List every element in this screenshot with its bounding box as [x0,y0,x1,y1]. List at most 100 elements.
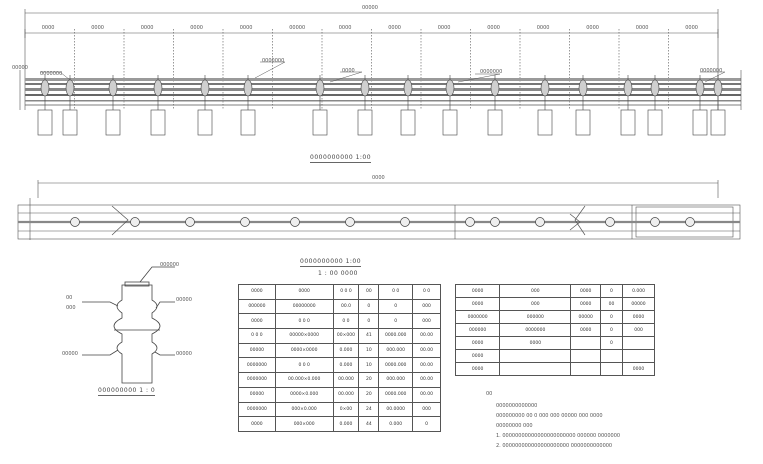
table-row: 0000 [454,349,655,363]
segment-dimension-label: 0000 [437,25,451,31]
subheader-cell: 00.0 [332,298,360,315]
segment-dimension-label: 0000 [487,25,500,31]
table-cell: 00000 [570,310,601,324]
post-bolt [650,79,660,97]
segment-dimension-label: 0000 [586,25,599,31]
table-cell: 10 [358,342,380,359]
post-bolt [445,79,455,97]
table-cell: 0.000 [332,416,360,432]
table-cell: 0000 [454,362,501,376]
table-cell: 0000 [454,336,501,350]
post-bolt [490,79,500,97]
table-cell: 0000000 [238,401,276,418]
segment-dimension-label: 0000 [635,25,649,31]
table-cell: 0000 [238,416,276,432]
header-cell: 0 0 0 [332,284,360,300]
section-callout-4: 000 [66,305,76,311]
section-callout-2: 00 [66,295,73,301]
table-cell: 0000 [570,297,601,311]
note-item: 00000000 000 [496,423,533,429]
table-cell: 00.000 [332,372,360,388]
notes-title: 00 [486,391,493,397]
bolt-hole [535,217,545,227]
note-item: 1. 00000000000000000000000 000000 000000… [496,433,621,439]
section-callout-5: 00000 [62,351,78,357]
table-cell: 10 [358,357,380,374]
table-cell: 0×00 [332,401,360,418]
header-cell: 0 0 [378,284,414,300]
segment-dimension-label: 0000 [140,25,154,31]
elevation-caption: 0000000000 1:00 [310,154,372,163]
table-cell: 0000 [238,313,276,330]
table-cell: 00×000 [332,328,360,344]
subheader-cell: 0 [378,298,414,315]
table-cell: 0 [412,416,441,432]
post-bolt [578,79,588,97]
note-item: 2. 000000000000000000000 0000000000000 [496,443,613,449]
post-bolt [108,79,118,97]
bolt-hole [130,217,140,227]
table-cell: 00000 [238,386,276,403]
table-cell: 0 [599,310,624,324]
table-cell: 000×0.000 [274,401,334,418]
table-cell: 0000 [454,297,501,311]
table-cell [499,349,572,363]
table-cell [622,336,655,350]
table-cell: 0 0 0 [274,313,334,330]
post-bolt [540,79,550,97]
subheader-cell: 00000000 [274,298,334,315]
table-cell: 20 [358,372,380,388]
table-cell: 00.000×0.000 [274,372,334,388]
section-caption: 000000000 1 : 0 [98,387,156,396]
table-cell: 0 [378,313,414,330]
post-bolt [713,79,723,97]
table-cell [570,349,601,363]
table-cell: 0 [599,323,624,337]
post-bolt [153,79,163,97]
segment-dimension-label: 0000 [41,25,55,31]
subheader-cell: 0 [358,298,380,315]
materials-table: 0000 0000 0 0 0 00 0 0 0 0 000000 000000… [238,284,441,432]
bolt-hole [400,217,410,227]
post-bolt [315,79,325,97]
post-bolt [403,79,413,97]
table-cell: 00000 [238,342,276,359]
table-cell: 0.000 [332,357,360,374]
header-cell: 0 0 [412,284,441,300]
segment-dimension-label: 0000 [338,25,352,31]
table-cell: 0.000 [378,416,414,432]
table-cell: 0000 [570,284,601,298]
elevation-callout-4: 0000 [342,68,355,74]
table-cell: 20 [358,386,380,403]
table-cell: 0 0 0 [238,328,276,344]
table-cell [570,336,601,350]
table-cell: 0000×0000 [274,342,334,359]
table-cell: 0 [599,336,624,350]
bolt-hole [650,217,660,227]
table-cell: 000000 [454,323,501,337]
table-cell: 0000.000 [378,328,414,344]
elevation-callout-1: 00000 [12,65,28,71]
table-cell: 0000 [454,284,501,298]
table-cell: 0 0 [332,313,360,330]
subheader-cell: 000000 [238,298,276,315]
table-cell: 000.000 [378,372,414,388]
bolt-hole [240,217,250,227]
table-cell: 00000 [622,297,655,311]
bolt-hole [685,217,695,227]
table-cell: 0000 [570,323,601,337]
plan-subcaption: 1 : 00 0000 [318,270,358,277]
table-cell: 41 [358,328,380,344]
table-cell: 000 [622,323,655,337]
note-item: 0000000000000 [496,403,538,409]
